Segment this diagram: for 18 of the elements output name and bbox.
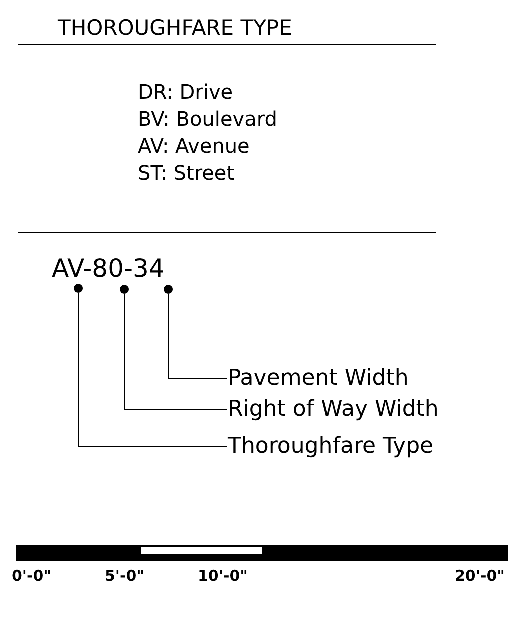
leader-dot — [164, 285, 173, 294]
leader-line — [78, 292, 228, 448]
leader-label: Right of Way Width — [228, 399, 439, 421]
scale-label: 10'-0" — [198, 569, 248, 584]
code-example: AV-80-34 — [52, 256, 165, 281]
heading: THOROUGHFARE TYPE — [58, 18, 292, 39]
leader-label: Pavement Width — [228, 368, 409, 390]
scale-label: 0'-0" — [12, 569, 52, 584]
scale-label: 5'-0" — [105, 569, 145, 584]
scale-label: 20'-0" — [455, 569, 505, 584]
legend-entry: BV: Boulevard — [138, 109, 278, 129]
legend-entry: ST: Street — [138, 163, 235, 183]
leader-line — [124, 294, 228, 410]
legend-entry: DR: Drive — [138, 82, 234, 102]
leader-dot — [120, 285, 129, 294]
legend-entry: AV: Avenue — [138, 136, 250, 156]
leader-dot — [74, 284, 83, 293]
leader-label: Thoroughfare Type — [228, 436, 434, 458]
